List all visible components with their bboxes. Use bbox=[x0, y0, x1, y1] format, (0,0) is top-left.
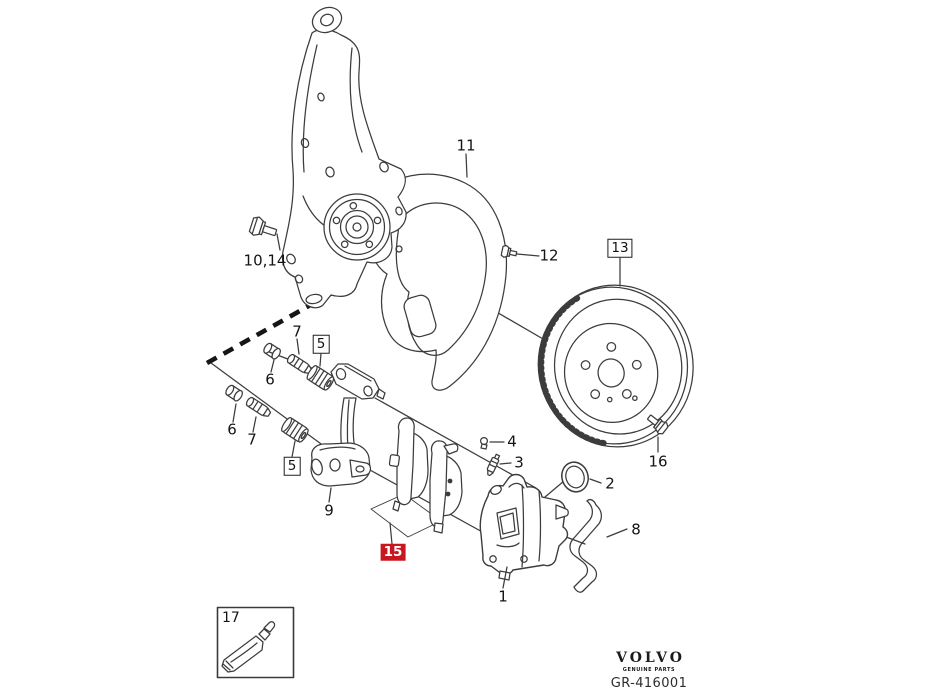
callout-hub-bolt[interactable]: 10,14 bbox=[243, 251, 287, 270]
callout-bleeder-cap[interactable]: 4 bbox=[507, 432, 517, 451]
carrier-bracket-drawing bbox=[310, 363, 386, 487]
callout-guide-pin-upper[interactable]: 7 bbox=[292, 322, 302, 341]
boot-lower-drawing bbox=[281, 417, 309, 443]
brake-pads-drawing bbox=[388, 417, 463, 534]
callout-brake-pad-kit[interactable]: 15 bbox=[380, 543, 406, 561]
retaining-spring-drawing bbox=[569, 499, 602, 593]
bleeder-cap-drawing bbox=[479, 436, 489, 450]
callout-brake-caliper[interactable]: 1 bbox=[498, 587, 508, 606]
callout-brake-disc[interactable]: 13 bbox=[607, 238, 633, 258]
hub-bearing-drawing bbox=[323, 193, 391, 261]
callout-shield-bolt[interactable]: 12 bbox=[539, 246, 559, 265]
callout-disc-set-screw[interactable]: 16 bbox=[648, 452, 668, 471]
guide-pin-lower-drawing bbox=[245, 396, 272, 417]
callout-bleeder-screw[interactable]: 3 bbox=[514, 453, 524, 472]
brake-caliper-drawing bbox=[479, 473, 569, 581]
boot-upper-drawing bbox=[306, 365, 335, 391]
seal-ring-drawing bbox=[561, 461, 589, 493]
cap-lower-drawing bbox=[225, 384, 243, 402]
hub-bolt-drawing bbox=[248, 216, 278, 237]
brake-disc-drawing bbox=[537, 284, 694, 448]
cap-upper-drawing bbox=[263, 342, 281, 360]
callout-boot-upper[interactable]: 5 bbox=[312, 334, 330, 354]
splash-shield-drawing bbox=[365, 173, 508, 391]
disc-set-screw-drawing bbox=[647, 414, 669, 435]
callout-retaining-spring[interactable]: 8 bbox=[631, 520, 641, 539]
shield-bolt-drawing bbox=[500, 244, 518, 258]
callout-splash-shield[interactable]: 11 bbox=[456, 136, 476, 155]
grease-tube-drawing bbox=[221, 621, 276, 673]
callout-cap-lower[interactable]: 6 bbox=[227, 420, 237, 439]
callout-seal-ring[interactable]: 2 bbox=[605, 474, 615, 493]
leader-lines bbox=[232, 153, 659, 589]
callout-carrier-bracket[interactable]: 9 bbox=[324, 501, 334, 520]
callout-cap-upper[interactable]: 6 bbox=[265, 370, 275, 389]
volvo-tagline: GENUINE PARTS bbox=[622, 667, 676, 673]
callout-boot-lower[interactable]: 5 bbox=[283, 456, 301, 476]
callout-grease-tube[interactable]: 17 bbox=[222, 610, 240, 626]
volvo-wordmark: VOLVO bbox=[616, 650, 685, 666]
volvo-logo: VOLVO GENUINE PARTS GR-416001 bbox=[611, 650, 688, 691]
bleeder-screw-drawing bbox=[486, 453, 501, 477]
callout-guide-pin-lower[interactable]: 7 bbox=[247, 430, 257, 449]
drawing-number: GR-416001 bbox=[610, 676, 688, 691]
